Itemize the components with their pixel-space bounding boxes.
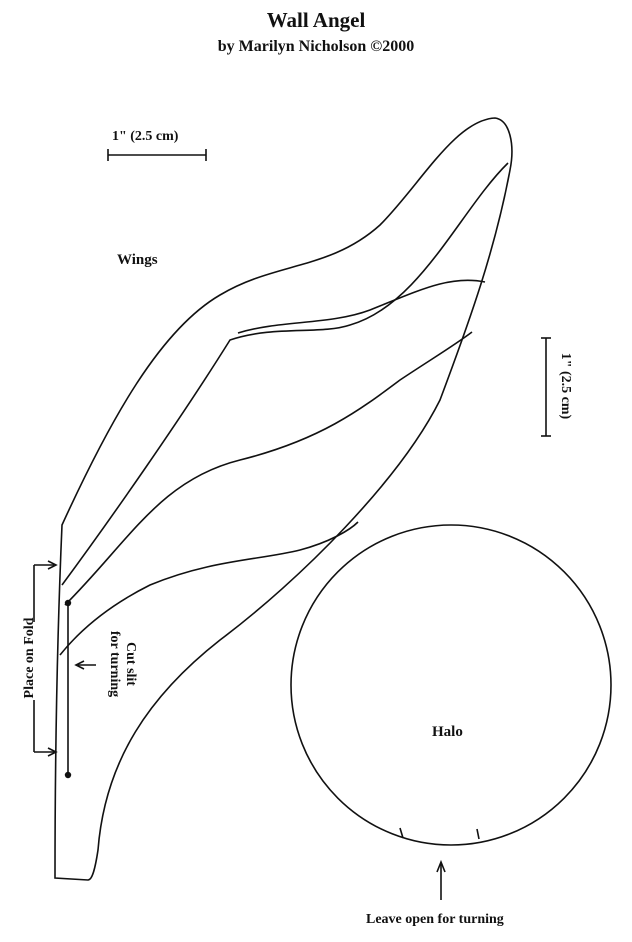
place-on-fold-label: Place on Fold [22, 617, 37, 699]
leave-open-label: Leave open for turning [366, 912, 504, 927]
horizontal-scale-bar [107, 149, 207, 161]
wings-label: Wings [117, 252, 158, 268]
horizontal-scale-label: 1" (2.5 cm) [112, 129, 179, 144]
cut-slit-label: Cut slit for turning [106, 614, 138, 714]
halo-opening-mark-right [476, 828, 480, 840]
cut-slit-label-line2: for turning [107, 630, 122, 698]
cut-slit-arrow-icon [74, 660, 96, 670]
halo-label: Halo [432, 724, 463, 740]
leave-open-arrow-icon [436, 859, 446, 900]
feather-line-4 [59, 521, 359, 656]
halo-outline [290, 524, 612, 846]
cut-slit-line [64, 599, 72, 779]
vertical-scale-label: 1" (2.5 cm) [558, 352, 573, 420]
author-credit: by Marilyn Nicholson ©2000 [217, 38, 415, 55]
vertical-scale-bar [541, 337, 551, 437]
feather-line-1 [61, 162, 509, 586]
halo-opening-mark-left [399, 827, 404, 839]
place-on-fold-bracket [33, 560, 58, 757]
feather-line-2 [237, 279, 486, 334]
feather-line-3 [64, 331, 473, 606]
cut-slit-label-line1: Cut slit [123, 642, 138, 686]
wings-outline [54, 117, 513, 881]
page-title: Wall Angel [266, 8, 366, 32]
